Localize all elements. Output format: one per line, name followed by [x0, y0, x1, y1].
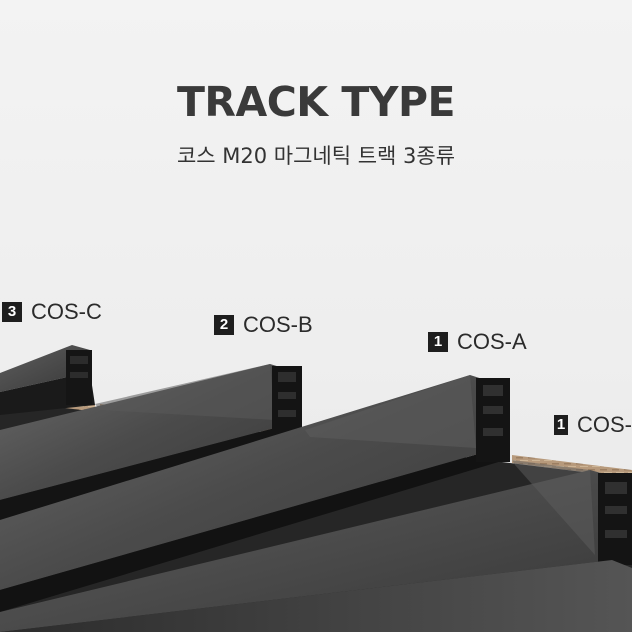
track-label-cos-c: 3 COS-C: [2, 299, 102, 325]
number-badge: 1: [554, 415, 568, 435]
number-badge: 1: [428, 332, 448, 352]
track-label-cos-a: 1 COS-A: [428, 329, 527, 355]
track-name: COS-C: [31, 299, 102, 324]
track-cos-c: [0, 345, 95, 415]
track-name: COS-A: [457, 329, 527, 354]
page-subtitle: 코스 M20 마그네틱 트랙 3종류: [176, 144, 456, 168]
page-title: TRACK TYPE: [176, 78, 456, 126]
track-label-cos-extra: 1 COS-: [554, 412, 632, 438]
track-name: COS-B: [243, 312, 313, 337]
track-cos-a: [0, 375, 510, 612]
number-badge: 3: [2, 302, 22, 322]
number-badge: 2: [214, 315, 234, 335]
track-cos-b: [0, 364, 302, 520]
track-label-cos-b: 2 COS-B: [214, 312, 313, 338]
track-cos-extra: [0, 460, 632, 632]
track-name: COS-: [577, 412, 632, 437]
